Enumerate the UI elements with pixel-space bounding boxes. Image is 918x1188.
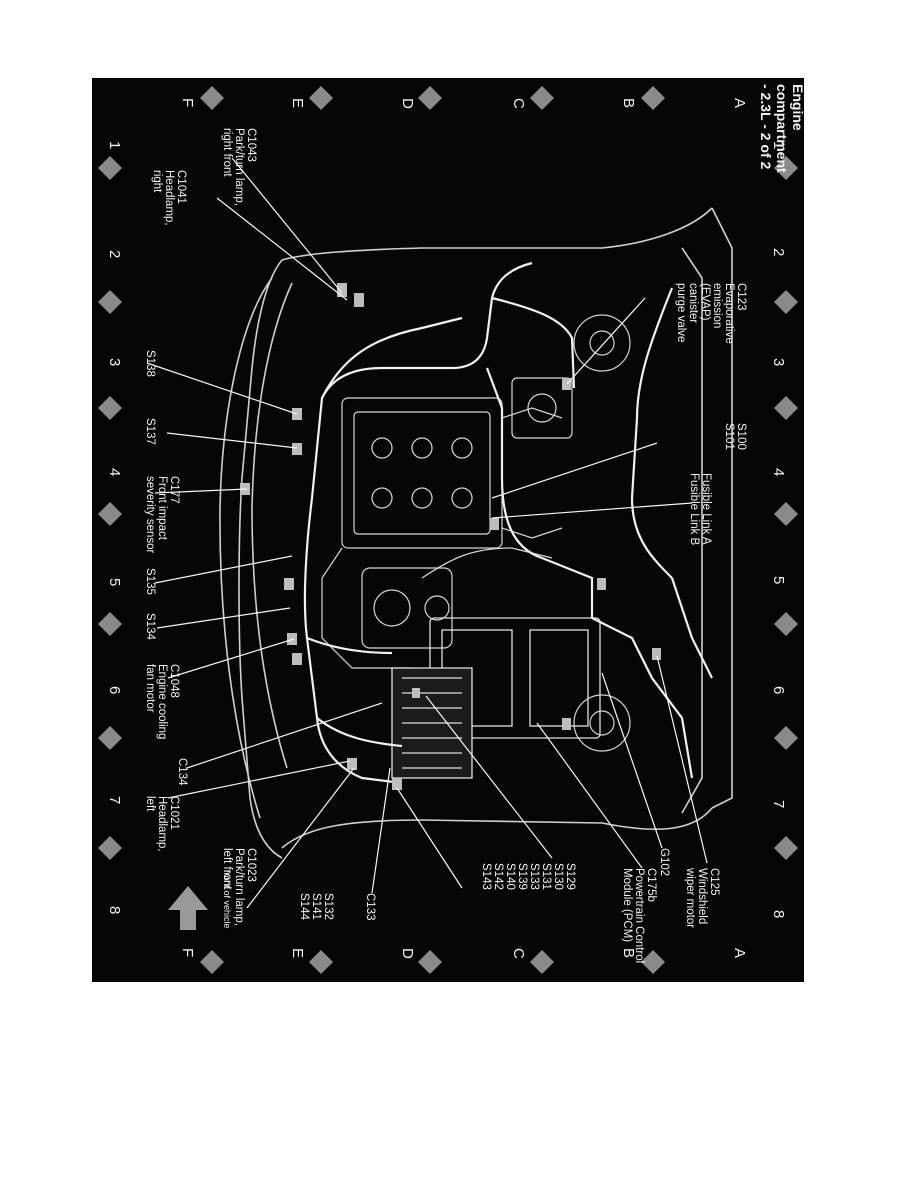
grid-number-top-7: 7 xyxy=(770,800,787,809)
grid-letter-left-d: D xyxy=(399,98,416,109)
grid-number-top-8: 8 xyxy=(770,910,787,919)
wiring-diagram-panel: Engine compartment - 2.3L - 2 of 2 A B C… xyxy=(92,78,804,982)
grid-number-bottom-1: 1 xyxy=(106,141,123,150)
label-fusible-link-a-b: Fusible Link A Fusible Link B xyxy=(688,473,712,546)
vehicle-body-outline xyxy=(219,207,733,859)
grid-letter-right-c: C xyxy=(510,948,527,959)
grid-letter-right-e: E xyxy=(289,948,306,959)
grid-number-bottom-7: 7 xyxy=(106,796,123,805)
engine-compartment-diagram xyxy=(98,86,798,974)
label-c134: C134 xyxy=(176,758,188,786)
label-s138: S138 xyxy=(144,350,156,377)
grid-letter-left-a: A xyxy=(731,98,748,109)
label-c1048-engine-cooling-fan-motor: C1048 Engine cooling fan motor xyxy=(144,664,180,740)
label-c123-evap-purge-valve: C123 Evaporative emission (EVAP) caniste… xyxy=(675,283,747,344)
grid-letter-right-d: D xyxy=(399,948,416,959)
grid-number-bottom-8: 8 xyxy=(106,906,123,915)
label-c1043-park-turn-lamp-right-front: C1043 Park/turn lamp, right front xyxy=(221,128,257,206)
grid-letter-left-b: B xyxy=(620,98,637,109)
callout-leaders xyxy=(146,157,708,909)
label-s134: S134 xyxy=(144,613,156,640)
front-arrow-icon xyxy=(168,886,208,930)
diagram-title: Engine compartment - 2.3L - 2 of 2 xyxy=(758,84,804,173)
label-front-of-vehicle: front of vehicle xyxy=(222,870,232,929)
grid-number-top-5: 5 xyxy=(770,576,787,585)
grid-number-bottom-5: 5 xyxy=(106,578,123,587)
grid-letter-right-f: F xyxy=(179,948,196,958)
grid-number-bottom-4: 4 xyxy=(106,468,123,477)
grid-number-top-2: 2 xyxy=(770,248,787,257)
grid-number-top-6: 6 xyxy=(770,686,787,695)
label-c177-front-impact-severity-sensor: C177 Front impact severity sensor xyxy=(144,476,180,554)
label-splice-list-s129: S129 S130 S131 S133 S139 S140 S142 S143 xyxy=(480,863,576,890)
label-g102: G102 xyxy=(658,848,670,877)
label-c133: C133 xyxy=(364,893,376,921)
grid-letter-left-c: C xyxy=(510,98,527,109)
grid-number-bottom-3: 3 xyxy=(106,358,123,367)
label-s100-s101: S100 S101 xyxy=(723,423,747,450)
grid-letter-right-a: A xyxy=(731,948,748,959)
grid-number-top-3: 3 xyxy=(770,358,787,367)
grid-number-bottom-6: 6 xyxy=(106,686,123,695)
label-c175b-pcm: C175b Powertrain Control Module (PCM) xyxy=(621,868,657,964)
label-c1041-headlamp-right: C1041 Headlamp, right xyxy=(151,170,187,226)
grid-number-top-4: 4 xyxy=(770,468,787,477)
strut-towers xyxy=(573,314,631,752)
battery-pcm xyxy=(391,617,601,779)
grid-letter-left-e: E xyxy=(289,98,306,109)
label-c125-windshield-wiper-motor: C125 Windshield wiper motor xyxy=(684,868,720,929)
grid-number-bottom-2: 2 xyxy=(106,250,123,259)
label-c1021-headlamp-left: C1021 Headlamp, left xyxy=(144,796,180,852)
wiring-harness xyxy=(303,261,713,785)
label-s135: S135 xyxy=(144,568,156,595)
label-s137: S137 xyxy=(144,418,156,445)
grid-letter-left-f: F xyxy=(179,98,196,108)
grid-number-top-1: 1 xyxy=(770,141,787,150)
label-splice-list-s132: S132 S141 S144 xyxy=(298,893,334,920)
grid-diamonds xyxy=(98,86,798,974)
engine-block xyxy=(321,377,573,669)
